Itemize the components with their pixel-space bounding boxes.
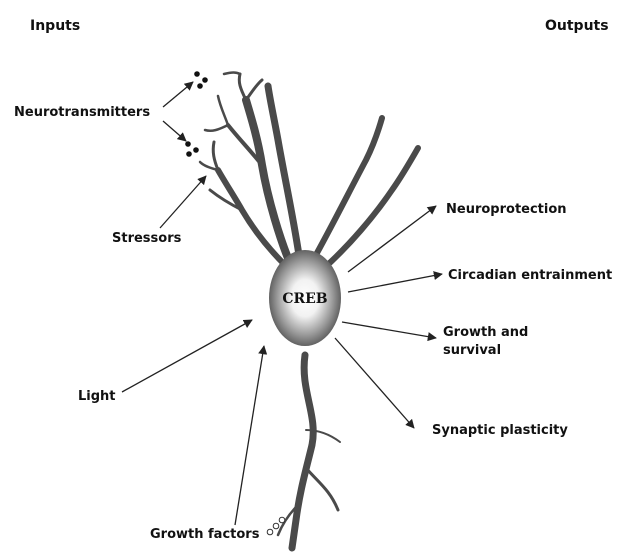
arrow-neurotransmitters-upper [163,82,193,107]
axon [292,355,313,548]
neurotransmitter-dots [185,71,208,157]
inputs-header: Inputs [30,18,80,34]
output-growth-line1: Growth and [443,325,528,340]
dendrite [205,125,228,131]
arrow-synaptic [335,338,414,428]
axon-branch [306,468,338,510]
dendrite [239,74,246,100]
output-growth-line2: survival [443,343,501,358]
dendrite [312,118,382,262]
input-light: Light [78,389,116,404]
arrow-light [122,320,252,392]
dendrite [322,148,418,270]
arrow-growth [342,322,436,338]
output-circadian: Circadian entrainment [448,268,612,283]
arrow-circadian [348,274,442,292]
arrow-stressors [160,176,206,228]
arrow-neuroprotection [348,206,436,272]
creb-label: CREB [282,291,327,307]
input-growth-factors: Growth factors [150,527,260,542]
outputs-header: Outputs [545,18,609,34]
arrow-growth-factors [235,346,264,525]
output-synaptic: Synaptic plasticity [432,423,568,438]
dendrite [224,73,240,75]
dendrite [218,96,228,125]
arrow-neurotransmitters-lower [163,121,186,141]
input-neurotransmitters: Neurotransmitters [14,105,150,120]
dendrite [246,80,262,100]
dendrite [213,142,218,170]
input-stressors: Stressors [112,231,182,246]
output-neuroprotection: Neuroprotection [446,202,567,217]
